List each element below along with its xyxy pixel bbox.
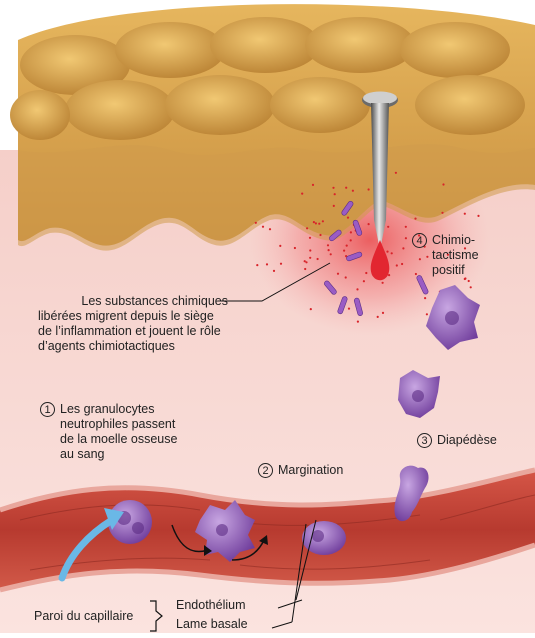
- chemical-dot: [318, 223, 320, 225]
- step1-label: 1 Les granulocytes neutrophiles passent …: [40, 402, 177, 462]
- chemical-dot: [401, 263, 403, 265]
- chemical-dot: [345, 187, 347, 189]
- chemical-dot: [402, 247, 404, 249]
- chemical-dot: [312, 184, 314, 186]
- chemical-dot: [382, 282, 384, 284]
- chemical-dot: [317, 258, 319, 260]
- chemical-dot: [333, 205, 335, 207]
- chemical-dot: [386, 251, 388, 253]
- chemical-dot: [315, 222, 317, 224]
- basal-lamina-label: Lame basale: [176, 617, 248, 632]
- chemicals-line-2: libérées migrent depuis le siège: [38, 309, 228, 324]
- chemical-dot: [356, 288, 358, 290]
- step1-number: 1: [40, 402, 55, 417]
- step1-line-2: neutrophiles passent: [60, 417, 177, 432]
- step4-number: 4: [412, 233, 427, 248]
- chemical-dot: [405, 226, 407, 228]
- step3-number: 3: [417, 433, 432, 448]
- chemical-dot: [262, 226, 264, 228]
- chemicals-line-3: de l’inflammation et jouent le rôle: [38, 324, 228, 339]
- chemical-dot: [382, 312, 384, 314]
- chemical-dot: [395, 172, 397, 174]
- chemical-dot: [266, 263, 268, 265]
- chemical-dot: [396, 264, 398, 266]
- step2-number: 2: [258, 463, 273, 478]
- chemical-dot: [388, 274, 390, 276]
- chemical-dot: [313, 221, 315, 223]
- step4-label: 4 Chimio- tactisme positif: [412, 233, 479, 278]
- step4-line-3: positif: [432, 263, 479, 278]
- chemical-dot: [441, 212, 443, 214]
- chemical-dot: [332, 187, 334, 189]
- chemical-dot: [301, 193, 303, 195]
- chemicals-label: Les substances chimiques libérées migren…: [38, 294, 228, 354]
- chemical-dot: [357, 321, 359, 323]
- chemical-dot: [309, 237, 311, 239]
- chemical-dot: [319, 234, 321, 236]
- chemical-dot: [309, 257, 311, 259]
- chemical-dot: [256, 264, 258, 266]
- chemical-dot: [350, 239, 352, 241]
- chemical-dot: [391, 252, 393, 254]
- chemical-dot: [255, 222, 257, 224]
- step3-label: 3 Diapédèse: [417, 433, 497, 448]
- capillary-wall-label: Paroi du capillaire: [34, 609, 133, 624]
- chemical-dot: [309, 249, 311, 251]
- step4-line-1: Chimio-: [432, 233, 479, 248]
- step4-line-2: tactisme: [432, 248, 479, 263]
- step1-line-3: de la moelle osseuse: [60, 432, 177, 447]
- chemical-dot: [464, 213, 466, 215]
- chemical-dot: [330, 253, 332, 255]
- chemical-dot: [368, 223, 370, 225]
- chemical-dot: [306, 227, 308, 229]
- chemical-dot: [347, 217, 349, 219]
- chemicals-line-1: Les substances chimiques: [38, 294, 228, 309]
- chemical-dot: [334, 193, 336, 195]
- chemical-dot: [343, 250, 345, 252]
- chemical-dot: [350, 231, 352, 233]
- chemical-dot: [327, 244, 329, 246]
- chemical-dot: [426, 313, 428, 315]
- chemical-dot: [377, 316, 379, 318]
- chemicals-line-4: d’agents chimiotactiques: [38, 339, 228, 354]
- chemical-dot: [269, 228, 271, 230]
- chemical-dot: [337, 273, 339, 275]
- chemical-dot: [273, 270, 275, 272]
- chemical-dot: [387, 226, 389, 228]
- chemical-dot: [405, 237, 407, 239]
- chemical-dot: [470, 286, 472, 288]
- chemical-dot: [310, 308, 312, 310]
- chemical-dot: [328, 249, 330, 251]
- step1-line-1: Les granulocytes: [60, 402, 177, 417]
- chemical-dot: [424, 297, 426, 299]
- chemical-dot: [414, 218, 416, 220]
- chemical-dot: [322, 220, 324, 222]
- chemical-dot: [345, 276, 347, 278]
- chemical-dot: [468, 280, 470, 282]
- step1-line-4: au sang: [60, 447, 177, 462]
- chemical-dot: [352, 190, 354, 192]
- step3-text: Diapédèse: [437, 433, 497, 447]
- chemical-dot: [280, 263, 282, 265]
- chemical-dot: [368, 188, 370, 190]
- chemical-dot: [348, 308, 350, 310]
- chemical-dot: [442, 183, 444, 185]
- chemical-dot: [477, 215, 479, 217]
- chemical-dot: [305, 261, 307, 263]
- chemical-dot: [363, 280, 365, 282]
- step2-label: 2 Margination: [258, 463, 343, 478]
- chemical-dot: [294, 247, 296, 249]
- chemical-dot: [279, 245, 281, 247]
- chemical-dot: [346, 245, 348, 247]
- chemical-dot: [304, 268, 306, 270]
- step2-text: Margination: [278, 463, 343, 477]
- endothelium-label: Endothélium: [176, 598, 246, 613]
- chemical-dot: [365, 272, 367, 274]
